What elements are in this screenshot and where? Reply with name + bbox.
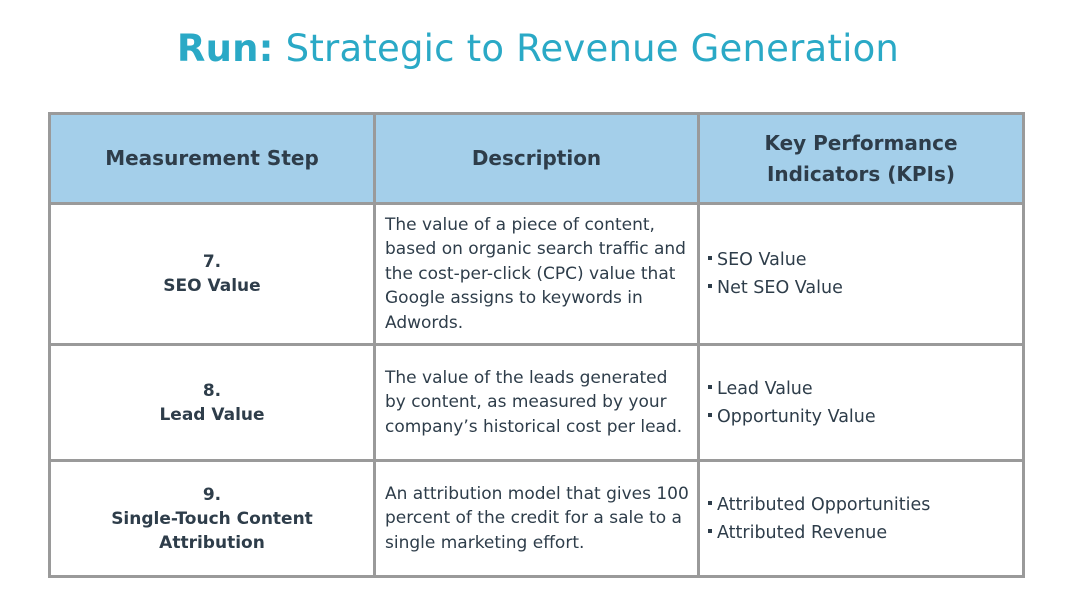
table-row: 7. SEO Value The value of a piece of con… bbox=[48, 202, 1025, 346]
kpi-cell: Attributed Opportunities Attributed Reve… bbox=[697, 459, 1025, 578]
step-number: 8. bbox=[202, 380, 222, 401]
kpi-item: Attributed Revenue bbox=[708, 519, 1022, 547]
step-cell: 7. SEO Value bbox=[48, 202, 376, 346]
title-text: Strategic to Revenue Generation bbox=[273, 27, 900, 70]
step-name: SEO Value bbox=[163, 276, 261, 296]
kpi-cell: Lead Value Opportunity Value bbox=[697, 343, 1025, 462]
step-name: Single-Touch Content Attribution bbox=[111, 508, 313, 553]
step-number: 9. bbox=[202, 484, 222, 505]
header-measurement-step: Measurement Step bbox=[48, 112, 376, 205]
kpi-cell: SEO Value Net SEO Value bbox=[697, 202, 1025, 346]
kpi-label: Lead Value bbox=[717, 378, 813, 399]
description-cell: The value of the leads generated by cont… bbox=[373, 343, 700, 462]
title-prefix: Run: bbox=[176, 27, 274, 70]
bullet-icon bbox=[708, 256, 712, 260]
measurement-table: Measurement Step Description Key Perform… bbox=[48, 112, 1025, 578]
table-row: 9. Single-Touch Content Attribution An a… bbox=[48, 459, 1025, 578]
step-cell: 8. Lead Value bbox=[48, 343, 376, 462]
kpi-label: Opportunity Value bbox=[717, 406, 876, 427]
kpi-list: Lead Value Opportunity Value bbox=[708, 375, 1022, 431]
step-number: 7. bbox=[202, 252, 222, 272]
step-cell: 9. Single-Touch Content Attribution bbox=[48, 459, 376, 578]
bullet-icon bbox=[708, 528, 712, 533]
header-description: Description bbox=[373, 112, 700, 205]
bullet-icon bbox=[708, 412, 712, 417]
kpi-label: Net SEO Value bbox=[717, 278, 843, 298]
kpi-list: SEO Value Net SEO Value bbox=[708, 246, 1022, 302]
bullet-icon bbox=[708, 284, 712, 288]
page-title: Run: Strategic to Revenue Generation bbox=[0, 24, 1076, 74]
bullet-icon bbox=[708, 500, 712, 505]
step-name: Lead Value bbox=[159, 404, 265, 425]
description-cell: The value of a piece of content, based o… bbox=[373, 202, 700, 346]
kpi-item: Net SEO Value bbox=[708, 274, 1022, 302]
header-kpis: Key Performance Indicators (KPIs) bbox=[697, 112, 1025, 205]
kpi-item: Attributed Opportunities bbox=[708, 491, 1022, 519]
kpi-label: SEO Value bbox=[717, 250, 807, 270]
kpi-list: Attributed Opportunities Attributed Reve… bbox=[708, 491, 1022, 547]
table-row: 8. Lead Value The value of the leads gen… bbox=[48, 343, 1025, 462]
kpi-item: Opportunity Value bbox=[708, 403, 1022, 431]
description-cell: An attribution model that gives 100 perc… bbox=[373, 459, 700, 578]
table-header-row: Measurement Step Description Key Perform… bbox=[48, 112, 1025, 205]
kpi-item: Lead Value bbox=[708, 375, 1022, 403]
bullet-icon bbox=[708, 384, 712, 389]
kpi-item: SEO Value bbox=[708, 246, 1022, 274]
kpi-label: Attributed Opportunities bbox=[717, 494, 931, 515]
kpi-label: Attributed Revenue bbox=[717, 522, 888, 543]
